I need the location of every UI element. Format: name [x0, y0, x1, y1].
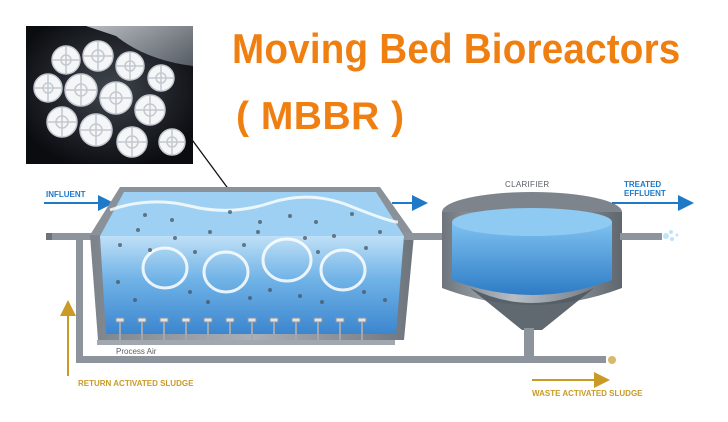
process-air-label: Process Air	[116, 347, 157, 356]
process-air-header	[97, 340, 395, 345]
influent-label: INFLUENT	[46, 190, 86, 199]
treated-effluent-label-line1: TREATED	[624, 180, 662, 189]
carrier-media-image	[26, 26, 193, 164]
return-activated-sludge-label: RETURN ACTIVATED SLUDGE	[78, 379, 194, 388]
return-sludge-pipe	[76, 238, 83, 362]
mixing-loops	[141, 237, 367, 294]
tank-water	[100, 236, 404, 334]
effluent-pipe	[620, 233, 662, 240]
waste-activated-sludge-label: WASTE ACTIVATED SLUDGE	[532, 389, 643, 398]
air-diffusers	[115, 317, 367, 323]
inlet-pipe	[46, 233, 108, 240]
effluent-spray-icon	[663, 230, 679, 241]
clarifier-label: CLARIFIER	[505, 180, 550, 189]
treated-effluent-label-line2: EFFLUENT	[624, 189, 666, 198]
page-title: Moving Bed Bioreactors	[232, 25, 681, 72]
waste-sludge-outlet-icon	[608, 356, 616, 364]
diffuser-drops	[119, 322, 363, 340]
carrier-media-dots	[116, 210, 387, 304]
transfer-pipe	[404, 233, 450, 240]
clarifier-underflow-pipe	[524, 328, 534, 362]
page-subtitle: ( MBBR )	[236, 95, 405, 138]
carrier-media-photo	[26, 26, 193, 164]
